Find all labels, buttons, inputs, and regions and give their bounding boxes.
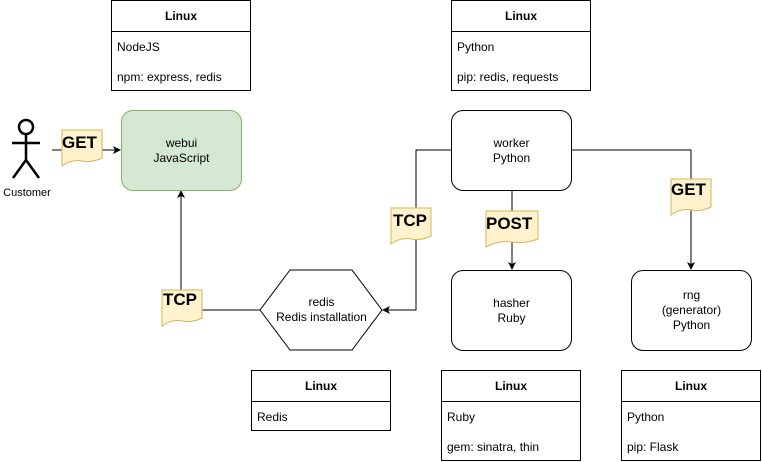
info-box-rng-row: pip: Flask xyxy=(627,440,679,454)
tag-tcp-redis-webui: TCP xyxy=(163,290,197,309)
rng-node-lang: Python xyxy=(672,318,711,332)
tag-shape-worker-redis xyxy=(390,207,432,245)
tag-get-customer-webui: GET xyxy=(62,133,97,152)
worker-node-name: worker xyxy=(493,135,530,150)
info-box-webui-row: NodeJS xyxy=(117,40,160,54)
info-box-hasher: Linux Ruby gem: sinatra, thin xyxy=(441,370,581,461)
info-box-worker: Linux Python pip: redis, requests xyxy=(451,0,591,91)
redis-hexagon xyxy=(259,269,383,351)
customer-actor-icon xyxy=(11,118,41,179)
rng-node-name: rng xyxy=(682,288,701,302)
tag-shape-worker-rng xyxy=(670,178,712,216)
worker-node: worker Python xyxy=(451,110,572,191)
rng-node: rng (generator) Python xyxy=(631,270,752,351)
edge-worker-rng xyxy=(571,149,695,270)
rng-node-desc: (generator) xyxy=(661,303,722,317)
tag-post-worker-hasher: POST xyxy=(486,214,533,233)
info-box-rng: Linux Python pip: Flask xyxy=(621,370,761,461)
tag-shape-redis-webui xyxy=(161,289,203,327)
redis-node-desc: Redis installation xyxy=(276,310,367,324)
info-box-rng-row: Python xyxy=(627,410,665,424)
tag-shape-customer-webui xyxy=(61,129,103,167)
worker-node-lang: Python xyxy=(492,150,531,165)
info-box-redis-title: Linux xyxy=(252,371,390,402)
tag-get-worker-rng: GET xyxy=(671,180,706,199)
tag-tcp-worker-redis: TCP xyxy=(393,211,427,230)
info-box-worker-row: Python xyxy=(457,40,495,54)
info-box-hasher-row: Ruby xyxy=(447,410,476,424)
hasher-node-name: hasher xyxy=(493,295,530,310)
webui-node-lang: JavaScript xyxy=(153,150,210,165)
info-box-hasher-row: gem: sinatra, thin xyxy=(447,440,540,454)
info-box-rng-title: Linux xyxy=(622,371,760,402)
webui-node: webui JavaScript xyxy=(121,110,242,191)
hasher-node: hasher Ruby xyxy=(451,270,572,351)
hasher-node-lang: Ruby xyxy=(497,310,526,325)
redis-node-name: redis xyxy=(308,295,335,309)
info-box-worker-row: pip: redis, requests xyxy=(457,70,559,84)
redis-node: redis Redis installation xyxy=(260,295,383,325)
info-box-worker-title: Linux xyxy=(452,1,590,32)
webui-node-name: webui xyxy=(165,135,198,150)
info-box-webui-title: Linux xyxy=(112,1,250,32)
customer-label: Customer xyxy=(3,187,51,199)
info-box-redis-row: Redis xyxy=(257,410,288,424)
tag-shape-worker-hasher xyxy=(485,210,539,248)
info-box-webui-row: npm: express, redis xyxy=(117,70,222,84)
info-box-redis: Linux Redis xyxy=(251,370,391,431)
info-box-webui: Linux NodeJS npm: express, redis xyxy=(111,0,251,91)
info-box-hasher-title: Linux xyxy=(442,371,580,402)
